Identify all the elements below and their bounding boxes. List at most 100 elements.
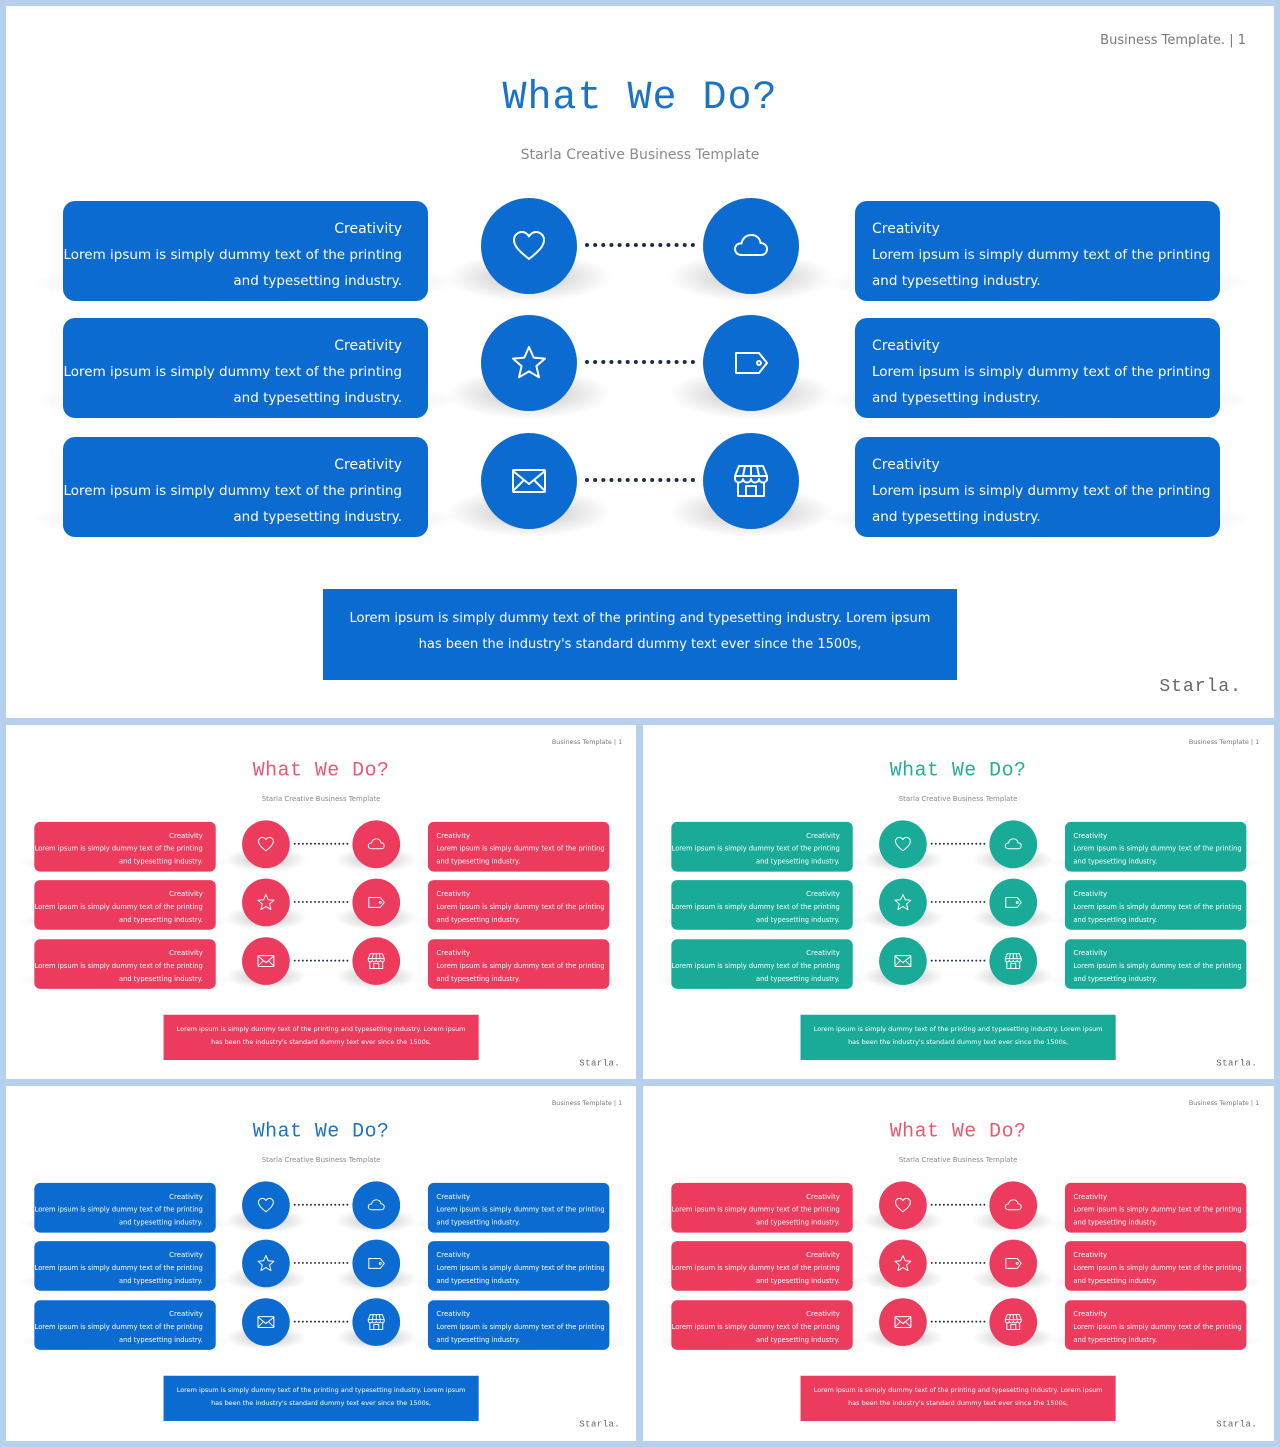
card-text-line2: and typesetting industry. <box>436 1335 521 1344</box>
icon-circle-right-3 <box>668 433 834 537</box>
icon-circle-right-1 <box>335 1181 418 1234</box>
slide-subtitle: Starla Creative Business Template <box>261 795 381 804</box>
card-left-1: Creativity Lorem ipsum is simply dummy t… <box>19 1182 231 1234</box>
heart-icon <box>242 820 290 869</box>
slide-thumbnail-teal[interactable]: Business Template | 1 What We Do? Starla… <box>643 725 1274 1079</box>
card-title: Creativity <box>1073 1192 1108 1201</box>
icon-circle-left-1 <box>861 1181 945 1234</box>
store-icon <box>352 1298 401 1346</box>
card-title: Creativity <box>169 890 203 898</box>
icon-circle-left-1 <box>224 820 308 873</box>
card-text-line1: Lorem ipsum is simply dummy text of the … <box>34 844 203 853</box>
heart-icon <box>481 198 577 294</box>
card-left-1: Creativity Lorem ipsum is simply dummy t… <box>656 821 868 873</box>
dotted-connector <box>293 959 349 962</box>
card-left-1: Creativity Lorem ipsum is simply dummy t… <box>19 821 231 873</box>
banner-text-line1: Lorem ipsum is simply dummy text of the … <box>813 1386 1103 1395</box>
card-body: Creativity Lorem ipsum is simply dummy t… <box>855 201 1220 301</box>
card-text-line2: and typesetting industry. <box>233 509 402 525</box>
slide-thumbnail-blue[interactable]: Business Template | 1 What We Do? Starla… <box>6 1086 636 1441</box>
icon-circle-right-1 <box>668 198 834 302</box>
card-right-2: Creativity Lorem ipsum is simply dummy t… <box>1050 1241 1262 1292</box>
icon-circle-right-3 <box>972 1298 1055 1350</box>
card-left-1: Creativity Lorem ipsum is simply dummy t… <box>33 201 458 303</box>
tag-icon <box>352 878 401 927</box>
banner-text-line1: Lorem ipsum is simply dummy text of the … <box>176 1386 466 1395</box>
card-left-2: Creativity Lorem ipsum is simply dummy t… <box>19 880 231 931</box>
card-title: Creativity <box>169 1251 203 1259</box>
card-left-3: Creativity Lorem ipsum is simply dummy t… <box>656 939 868 990</box>
card-left-3: Creativity Lorem ipsum is simply dummy t… <box>33 437 458 539</box>
card-left-3: Creativity Lorem ipsum is simply dummy t… <box>19 1300 231 1351</box>
header-note: Business Template | 1 <box>1188 738 1260 746</box>
card-body: Creativity Lorem ipsum is simply dummy t… <box>34 880 216 930</box>
card-text-line2: and typesetting industry. <box>872 509 1041 525</box>
star-icon <box>242 878 290 927</box>
dotted-connector <box>293 842 349 845</box>
card-title: Creativity <box>806 1251 840 1259</box>
icon-circle-right-1 <box>972 1181 1055 1234</box>
card-body: Creativity Lorem ipsum is simply dummy t… <box>1064 1300 1247 1350</box>
banner-text-line2: has been the industry's standard dummy t… <box>211 1038 432 1047</box>
icon-circle-right-2 <box>335 1239 418 1292</box>
envelope-icon <box>481 433 577 529</box>
card-title: Creativity <box>334 338 402 354</box>
icon-circle-right-1 <box>972 820 1055 873</box>
dotted-connector <box>293 1261 349 1264</box>
card-title: Creativity <box>169 831 203 840</box>
store-icon <box>989 937 1038 985</box>
card-text-line1: Lorem ipsum is simply dummy text of the … <box>1073 1263 1242 1272</box>
icon-circle-right-2 <box>335 878 418 931</box>
card-title: Creativity <box>806 890 840 898</box>
card-text-line1: Lorem ipsum is simply dummy text of the … <box>436 902 605 911</box>
slide-thumbnail-red[interactable]: Business Template | 1 What We Do? Starla… <box>6 725 636 1079</box>
store-icon <box>703 433 799 529</box>
cloud-icon <box>352 820 401 869</box>
card-text-line1: Lorem ipsum is simply dummy text of the … <box>671 1323 840 1332</box>
card-text-line2: and typesetting industry. <box>1073 1276 1158 1285</box>
tag-icon <box>703 315 799 411</box>
dotted-connector <box>930 959 986 962</box>
card-body: Creativity Lorem ipsum is simply dummy t… <box>855 318 1220 418</box>
dotted-connector <box>585 360 695 364</box>
header-note: Business Template | 1 <box>1188 1099 1260 1107</box>
card-body: Creativity Lorem ipsum is simply dummy t… <box>63 318 428 418</box>
slide-thumbnail-red-2[interactable]: Business Template | 1 What We Do? Starla… <box>643 1086 1274 1441</box>
header-note: Business Template | 1 <box>551 1099 623 1107</box>
card-body: Creativity Lorem ipsum is simply dummy t… <box>34 821 216 872</box>
cloud-icon <box>352 1181 401 1230</box>
card-title: Creativity <box>806 1192 840 1201</box>
icon-circle-right-1 <box>335 820 418 873</box>
footer-banner: Lorem ipsum is simply dummy text of the … <box>163 1014 479 1060</box>
slide-main[interactable]: Business Template. | 1 What We Do? Starl… <box>6 6 1274 718</box>
card-text-line1: Lorem ipsum is simply dummy text of the … <box>436 1263 605 1272</box>
slide-subtitle: Starla Creative Business Template <box>261 1156 381 1165</box>
footer-banner: Lorem ipsum is simply dummy text of the … <box>323 589 957 680</box>
icon-circle-left-3 <box>446 433 612 537</box>
card-body: Creativity Lorem ipsum is simply dummy t… <box>63 201 428 301</box>
card-text-line2: and typesetting industry. <box>119 1218 203 1227</box>
brand-logo: Starla. <box>1216 1058 1258 1069</box>
card-text-line1: Lorem ipsum is simply dummy text of the … <box>436 962 605 971</box>
card-left-2: Creativity Lorem ipsum is simply dummy t… <box>33 318 458 420</box>
card-text-line2: and typesetting industry. <box>756 1218 840 1227</box>
card-body: Creativity Lorem ipsum is simply dummy t… <box>671 939 853 989</box>
card-text-line1: Lorem ipsum is simply dummy text of the … <box>671 1205 840 1214</box>
card-title: Creativity <box>1073 1251 1108 1259</box>
dotted-connector <box>930 1261 986 1264</box>
banner-text-line1: Lorem ipsum is simply dummy text of the … <box>813 1025 1103 1034</box>
icon-circle-right-2 <box>972 878 1055 931</box>
card-title: Creativity <box>436 1251 471 1259</box>
card-title: Creativity <box>1073 949 1108 958</box>
icon-circle-left-2 <box>861 1239 945 1292</box>
card-body: Creativity Lorem ipsum is simply dummy t… <box>1064 821 1247 872</box>
card-text-line1: Lorem ipsum is simply dummy text of the … <box>34 1263 203 1272</box>
slide-subtitle: Starla Creative Business Template <box>898 795 1018 804</box>
card-title: Creativity <box>1073 831 1108 840</box>
card-text-line1: Lorem ipsum is simply dummy text of the … <box>1073 1205 1242 1214</box>
card-text-line2: and typesetting industry. <box>119 915 203 924</box>
card-title: Creativity <box>1073 890 1108 898</box>
card-body: Creativity Lorem ipsum is simply dummy t… <box>1064 1182 1247 1233</box>
card-text-line2: and typesetting industry. <box>233 390 402 406</box>
card-title: Creativity <box>872 457 940 473</box>
